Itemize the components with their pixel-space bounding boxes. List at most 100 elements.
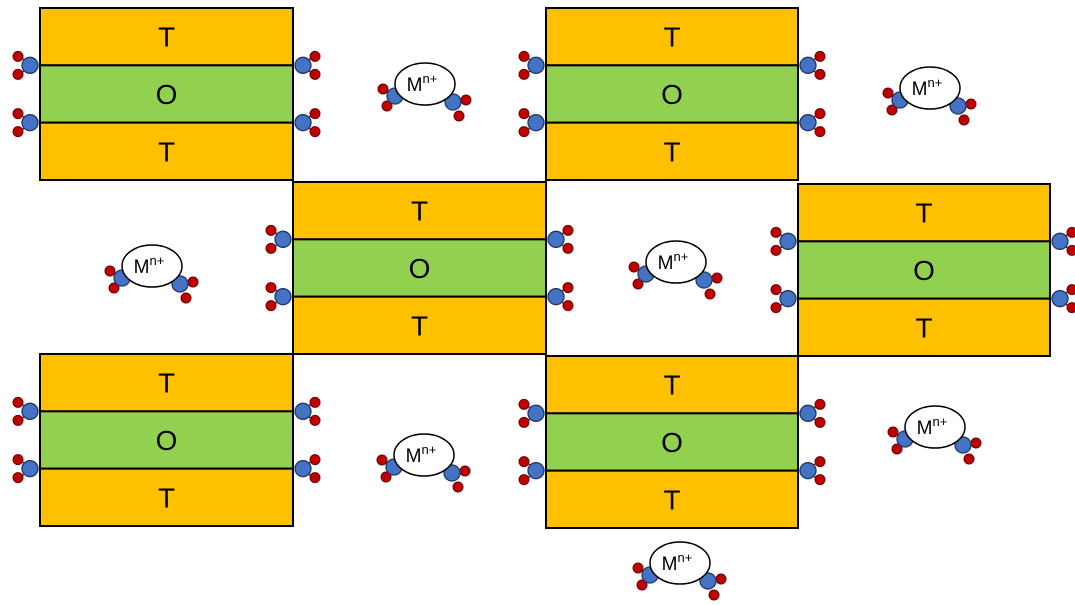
- tetrahedral-sheet-top: [545, 355, 799, 415]
- oxygen-atom: [518, 68, 530, 80]
- oxygen-atom: [12, 396, 24, 408]
- oxygen-atom: [12, 108, 24, 120]
- edge-hydroxyl-group-right: [547, 224, 574, 254]
- oxygen-atom: [632, 278, 644, 290]
- oxygen-atom: [518, 398, 530, 410]
- oxygen-atom: [970, 437, 982, 449]
- tetrahedral-sheet-bottom: [545, 121, 799, 181]
- ligand-center-atom: [699, 572, 717, 590]
- cation-label: Mn+: [407, 71, 438, 96]
- edge-hydroxyl-group-left: [770, 284, 797, 314]
- oxygen-atom: [265, 242, 277, 254]
- oxygen-atom: [265, 224, 277, 236]
- tot-layer: TOT: [265, 181, 574, 355]
- oxygen-atom: [814, 474, 826, 486]
- oxygen-atom: [12, 472, 24, 484]
- cation-charge: n+: [678, 550, 693, 565]
- oxygen-atom: [180, 292, 192, 304]
- oxygen-atom: [460, 94, 472, 106]
- edge-hydroxyl-group-right: [1051, 226, 1075, 256]
- ligand-center-atom: [695, 271, 713, 289]
- ligand-center-atom: [443, 464, 461, 482]
- tetrahedral-sheet-top: [39, 353, 294, 413]
- hydroxyl-center-atom: [21, 56, 39, 74]
- edge-hydroxyl-group-left: [265, 224, 292, 254]
- hydroxyl-center-atom: [799, 404, 817, 422]
- hydroxyl-center-atom: [779, 232, 797, 250]
- cation-ellipse: [904, 405, 966, 449]
- hydroxyl-center-atom: [294, 56, 312, 74]
- interlayer-cation: Mn+: [887, 405, 982, 465]
- oxygen-atom: [562, 282, 574, 294]
- hydroxyl-center-atom: [21, 460, 39, 478]
- cation-symbol: M: [406, 446, 422, 467]
- oxygen-atom: [518, 108, 530, 120]
- edge-hydroxyl-group-left: [12, 396, 39, 426]
- oxygen-atom: [887, 426, 899, 438]
- edge-hydroxyl-group-right: [294, 396, 321, 426]
- edge-hydroxyl-group-right: [294, 50, 321, 80]
- oxygen-atom: [309, 454, 321, 466]
- oxygen-atom: [380, 471, 392, 483]
- cation-label: Mn+: [917, 414, 948, 439]
- edge-hydroxyl-group-left: [12, 454, 39, 484]
- edge-hydroxyl-group-left: [12, 108, 39, 138]
- hydroxyl-center-atom: [294, 402, 312, 420]
- cation-ellipse: [649, 541, 711, 585]
- interlayer-cations: Mn+Mn+Mn+Mn+Mn+Mn+Mn+: [104, 62, 982, 601]
- hydroxyl-center-atom: [779, 290, 797, 308]
- tetrahedral-sheet-bottom: [39, 121, 294, 181]
- octahedral-label: O: [156, 79, 178, 110]
- hydroxyl-center-atom: [274, 288, 292, 306]
- oxygen-atom: [309, 396, 321, 408]
- cation-label: Mn+: [658, 249, 689, 274]
- tetrahedral-sheet-bottom: [797, 297, 1051, 357]
- tetrahedral-sheet-top: [545, 7, 799, 67]
- cation-charge: n+: [933, 414, 948, 429]
- oxygen-atom: [452, 481, 464, 493]
- oxygen-atom: [309, 126, 321, 138]
- oxygen-atom: [1066, 284, 1075, 296]
- edge-hydroxyl-group-left: [518, 456, 545, 486]
- oxygen-atom: [518, 456, 530, 468]
- cation-ellipse: [899, 66, 961, 110]
- octahedral-sheet: [797, 240, 1051, 300]
- edge-hydroxyl-group-right: [799, 108, 826, 138]
- interlayer-cation: Mn+: [628, 240, 723, 300]
- tetrahedral-sheet-top: [292, 181, 547, 241]
- edge-hydroxyl-group-left: [518, 50, 545, 80]
- oxygen-atom: [265, 282, 277, 294]
- oxygen-atom: [12, 68, 24, 80]
- cation-label: Mn+: [912, 75, 943, 100]
- cation-ellipse: [121, 244, 183, 288]
- oxygen-atom: [814, 50, 826, 62]
- oxygen-atom: [12, 126, 24, 138]
- oxygen-atom: [518, 416, 530, 428]
- oxygen-atom: [963, 453, 975, 465]
- tetrahedral-label-bottom: T: [158, 136, 175, 167]
- tetrahedral-sheet-bottom: [39, 467, 294, 527]
- oxygen-atom: [814, 416, 826, 428]
- tetrahedral-label-bottom: T: [663, 484, 680, 515]
- tetrahedral-sheet-top: [39, 7, 294, 67]
- oxygen-atom: [12, 414, 24, 426]
- tetrahedral-sheet-bottom: [292, 295, 547, 355]
- oxygen-atom: [459, 465, 471, 477]
- interlayer-cation: Mn+: [104, 244, 199, 304]
- oxygen-atom: [12, 50, 24, 62]
- oxygen-atom: [518, 474, 530, 486]
- oxygen-atom: [377, 83, 389, 95]
- tetrahedral-label-bottom: T: [158, 482, 175, 513]
- oxygen-atom: [770, 284, 782, 296]
- hydroxyl-center-atom: [1051, 232, 1069, 250]
- cation-symbol: M: [917, 418, 933, 439]
- tetrahedral-label-top: T: [411, 196, 428, 227]
- ligand-center-atom: [171, 275, 189, 293]
- oxygen-atom: [309, 472, 321, 484]
- oxygen-atom: [891, 443, 903, 455]
- oxygen-atom: [309, 414, 321, 426]
- edge-hydroxyl-group-right: [799, 50, 826, 80]
- oxygen-atom: [187, 276, 199, 288]
- oxygen-atom: [518, 126, 530, 138]
